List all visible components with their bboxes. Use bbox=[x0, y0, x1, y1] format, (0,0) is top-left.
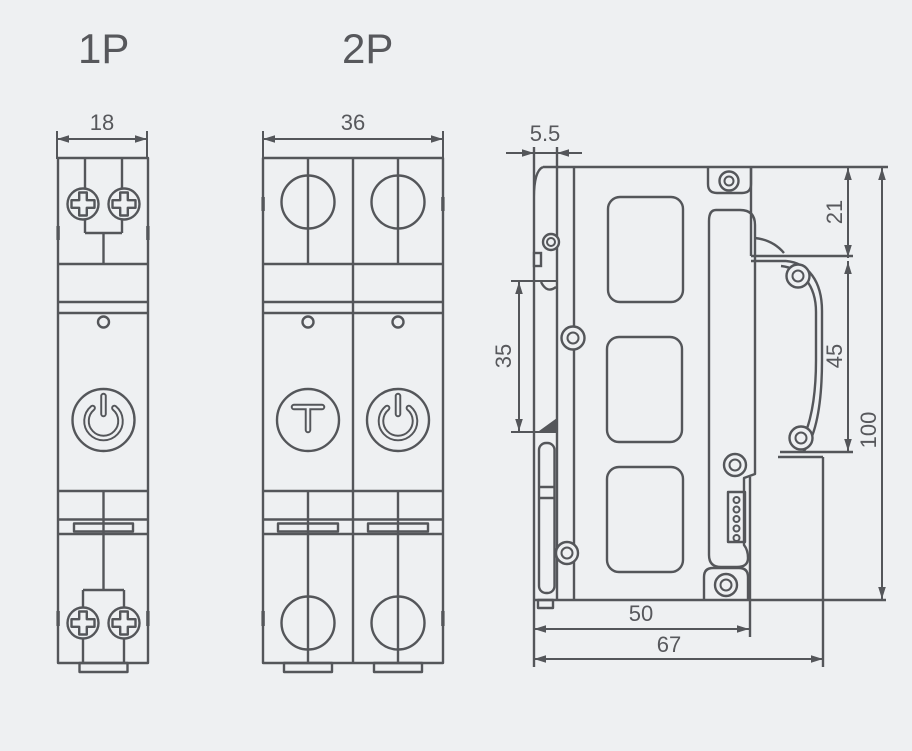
edge-notch bbox=[441, 611, 445, 626]
dim-window-45: 45 bbox=[822, 261, 852, 452]
screw-icon bbox=[718, 170, 740, 192]
dim-housing-depth-50: 50 bbox=[534, 601, 749, 633]
terminal-screw-icon bbox=[280, 595, 336, 651]
edge-notch bbox=[261, 611, 265, 626]
rail-hook-bottom bbox=[539, 418, 557, 431]
power-button bbox=[71, 387, 136, 453]
dim-label-35: 35 bbox=[491, 344, 516, 368]
screw-icon bbox=[541, 232, 561, 252]
body-section-lines-2p bbox=[263, 262, 443, 536]
phillips-screw-icon bbox=[107, 187, 141, 221]
power-icon bbox=[83, 392, 124, 442]
screw-icon bbox=[713, 572, 739, 598]
screw-icon bbox=[785, 263, 811, 289]
edge-notch bbox=[146, 611, 150, 626]
center-panel bbox=[707, 208, 757, 569]
power-icon bbox=[377, 392, 419, 442]
clip-foot-tab bbox=[536, 598, 555, 610]
screw-icon bbox=[560, 325, 586, 351]
terminal-screw-icon bbox=[370, 595, 426, 651]
view-title-2p: 2P bbox=[342, 25, 393, 72]
led-indicator bbox=[96, 315, 111, 329]
dim-height-100: 100 bbox=[856, 167, 886, 600]
vent-window bbox=[606, 195, 685, 304]
din-rail-clip bbox=[537, 441, 556, 595]
bottom-tab-1p bbox=[78, 661, 129, 674]
bottom-terminal-cage-1p bbox=[81, 491, 126, 663]
edge-notch bbox=[441, 197, 445, 211]
edge-notch bbox=[56, 226, 60, 240]
front-view-1p: 18 bbox=[56, 110, 150, 674]
led-indicator bbox=[301, 315, 315, 329]
screw-icon bbox=[788, 425, 814, 451]
view-title-1p: 1P bbox=[78, 25, 129, 72]
dim-label-36: 36 bbox=[341, 110, 365, 135]
dim-total-depth-67: 67 bbox=[534, 632, 823, 663]
test-button bbox=[275, 387, 341, 453]
pin-connector bbox=[726, 490, 747, 544]
dim-back-strip-5_5: 5.5 bbox=[506, 121, 582, 157]
vent-window bbox=[605, 335, 684, 444]
dim-label-100: 100 bbox=[856, 412, 881, 449]
dim-label-67: 67 bbox=[657, 632, 681, 657]
dim-label-18: 18 bbox=[90, 110, 114, 135]
recess-corner bbox=[754, 236, 785, 254]
dim-2p-width: 36 bbox=[262, 110, 444, 159]
screw-icon bbox=[722, 452, 748, 478]
screw-icon bbox=[554, 540, 580, 566]
phillips-screw-icon bbox=[107, 606, 141, 640]
phillips-screw-icon bbox=[66, 606, 100, 640]
terminal-screw-icon bbox=[370, 174, 426, 230]
led-indicator bbox=[391, 315, 405, 329]
vent-window bbox=[605, 465, 685, 574]
phillips-screw-icon bbox=[66, 187, 100, 221]
bottom-tab-2p bbox=[282, 661, 334, 674]
rail-notch bbox=[532, 251, 543, 268]
dim-label-21: 21 bbox=[822, 200, 847, 224]
dim-label-5.5: 5.5 bbox=[530, 121, 561, 146]
side-view: 5.5 21 45 100 35 bbox=[491, 121, 888, 667]
rail-hook-top bbox=[539, 281, 557, 291]
dim-1p-width: 18 bbox=[56, 110, 148, 159]
terminal-screw-icon bbox=[280, 174, 336, 230]
screw-boss-top bbox=[706, 167, 753, 195]
dim-label-45: 45 bbox=[822, 344, 847, 368]
power-button bbox=[365, 387, 431, 453]
edge-notch bbox=[56, 611, 60, 626]
front-view-2p: 36 bbox=[261, 110, 445, 674]
dim-rail-notch-35: 35 bbox=[491, 280, 556, 433]
edge-notch bbox=[146, 226, 150, 240]
bottom-terminal-lines-2p bbox=[306, 491, 400, 663]
side-outline bbox=[532, 147, 888, 667]
test-t-icon bbox=[290, 403, 326, 434]
dim-top-section-21: 21 bbox=[822, 167, 852, 258]
bottom-tab-2p bbox=[372, 661, 424, 674]
edge-notch bbox=[261, 197, 265, 211]
dim-label-50: 50 bbox=[629, 601, 653, 626]
